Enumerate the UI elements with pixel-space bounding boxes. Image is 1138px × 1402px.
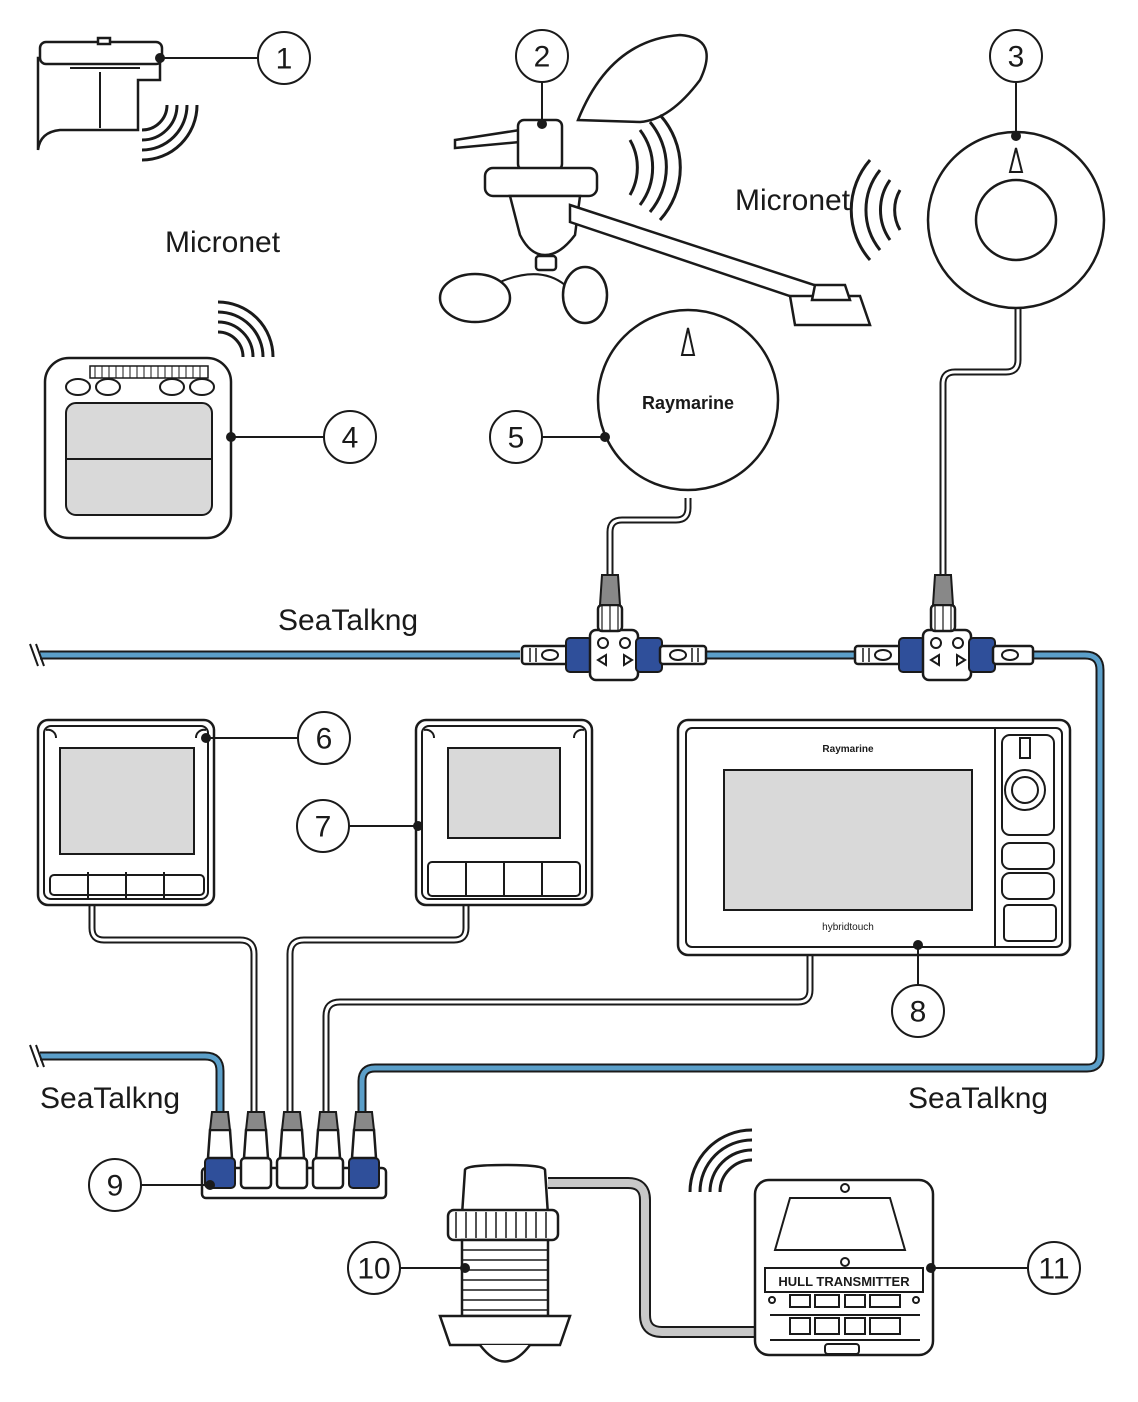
block-port-3	[275, 1111, 309, 1190]
micronet-wave-4	[217, 300, 275, 358]
multifunction-display-device: Raymarine hybridtouch	[676, 718, 1072, 957]
label-seatalkng-left: SeaTalkng	[40, 1082, 180, 1115]
micronet-wave-2	[628, 113, 682, 222]
callout-9: 9	[88, 1158, 215, 1212]
svg-text:4: 4	[342, 422, 359, 455]
svg-text:8: 8	[910, 996, 927, 1029]
callout-11: 11	[926, 1241, 1081, 1295]
callout-4: 4	[226, 410, 377, 464]
callout-2: 2	[515, 29, 569, 129]
label-micronet-left: Micronet	[165, 226, 281, 259]
svg-text:1: 1	[276, 43, 293, 76]
instrument-display-7-device	[414, 718, 594, 907]
backbone-cables	[29, 643, 1105, 1130]
label-micronet-right: Micronet	[735, 184, 851, 217]
callout-10: 10	[347, 1241, 470, 1295]
micronet-wave-11	[688, 1128, 753, 1193]
wireless-display-device	[43, 356, 233, 540]
svg-text:10: 10	[357, 1253, 390, 1286]
svg-text:9: 9	[107, 1170, 124, 1203]
depth-transducer-device	[438, 1163, 572, 1363]
svg-text:7: 7	[315, 811, 332, 844]
callout-6: 6	[201, 711, 351, 765]
callout-5: 5	[489, 410, 610, 464]
fluxgate-compass-device: Raymarine	[596, 308, 780, 492]
svg-text:6: 6	[316, 723, 333, 756]
callout-1: 1	[155, 31, 311, 85]
speed-sensor-device	[36, 36, 164, 151]
instrument-display-6-device	[36, 718, 216, 907]
wireless-receiver-device	[926, 130, 1106, 310]
micronet-wave-1	[141, 104, 199, 162]
callout-8: 8	[891, 940, 945, 1038]
block-port-4	[311, 1111, 345, 1190]
compass-brand: Raymarine	[642, 393, 734, 413]
svg-text:11: 11	[1038, 1253, 1069, 1286]
svg-text:3: 3	[1008, 41, 1025, 74]
five-way-connector-block	[200, 1111, 388, 1200]
label-seatalkng-right: SeaTalkng	[908, 1082, 1048, 1115]
micronet-wave-3	[849, 159, 902, 261]
mfd-brand: Raymarine	[822, 744, 874, 755]
mfd-model: hybridtouch	[822, 922, 874, 933]
t-piece-right	[853, 574, 1035, 682]
svg-text:5: 5	[508, 422, 525, 455]
callout-7: 7	[296, 799, 423, 853]
wind-transducer-device	[438, 33, 872, 327]
t-piece-left	[520, 574, 708, 682]
label-seatalkng-top: SeaTalkng	[278, 604, 418, 637]
block-port-2	[239, 1111, 273, 1190]
spur-cables	[88, 308, 1022, 1338]
block-port-1	[204, 1111, 236, 1189]
block-port-5	[348, 1111, 380, 1189]
svg-text:2: 2	[534, 41, 551, 74]
hull-transmitter-label: HULL TRANSMITTER	[778, 1274, 910, 1289]
hull-transmitter-device: HULL TRANSMITTER	[753, 1178, 935, 1357]
callout-3: 3	[989, 29, 1043, 141]
